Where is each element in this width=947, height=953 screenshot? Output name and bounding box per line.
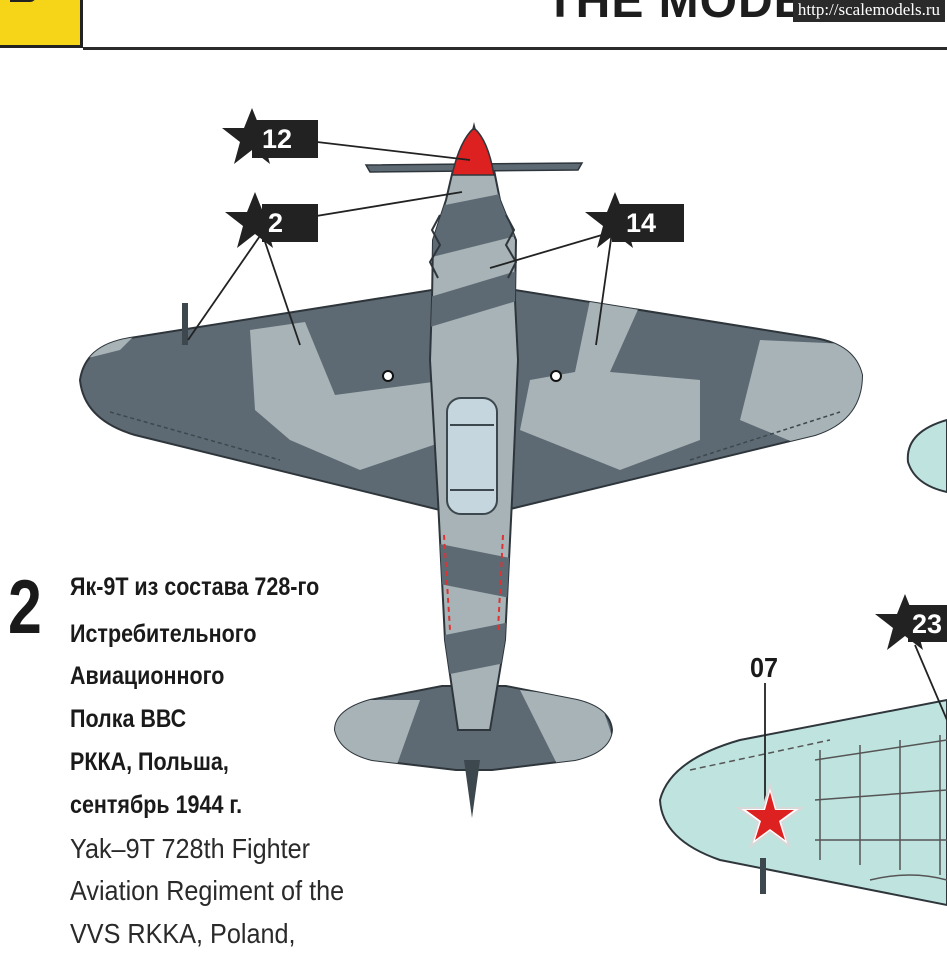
caption-number: 2	[8, 565, 42, 650]
caption-ru-line: Як-9Т из состава 728-го	[70, 573, 320, 601]
caption-ru-line: Полка ВВС	[70, 705, 187, 733]
section-tab-marker	[10, 0, 36, 2]
caption-ru-line: Истребительного	[70, 620, 257, 648]
watermark: http://scalemodels.ru	[792, 0, 945, 22]
aircraft-number-07: 07	[750, 652, 779, 683]
callout-14-label: 14	[626, 208, 656, 238]
caption-en-line: VVS RKKA, Poland,	[70, 918, 296, 949]
caption-ru-line: РККА, Польша,	[70, 748, 229, 776]
fuselage	[428, 169, 520, 731]
second-aircraft-wing	[658, 644, 947, 907]
page-heading: THE MODEL	[545, 0, 837, 28]
callout-leaders	[187, 139, 613, 346]
caption-ru-line: сентябрь 1944 г.	[70, 791, 243, 819]
callout-14: 14	[585, 192, 684, 248]
propeller	[364, 122, 584, 176]
caption-en-line: Yak–9T 728th Fighter	[70, 833, 311, 864]
callout-23: 23	[875, 594, 947, 650]
callout-23-label: 23	[912, 609, 942, 639]
header-rule	[83, 47, 947, 50]
top-banner: THE MODEL http://scalemodels.ru	[0, 0, 947, 50]
callout-12-label: 12	[262, 124, 292, 154]
adjacent-aircraft-edge	[906, 418, 947, 494]
callout-2-label: 2	[268, 208, 283, 238]
caption-ru-line: Авиационного	[70, 662, 225, 690]
spinner	[451, 127, 495, 176]
canopy	[446, 397, 498, 515]
section-tab	[0, 0, 83, 48]
red-star-icon	[746, 792, 794, 840]
callout-2: 2	[225, 192, 318, 248]
caption-en-line: Aviation Regiment of the	[70, 875, 345, 906]
callout-12: 12	[222, 108, 318, 164]
